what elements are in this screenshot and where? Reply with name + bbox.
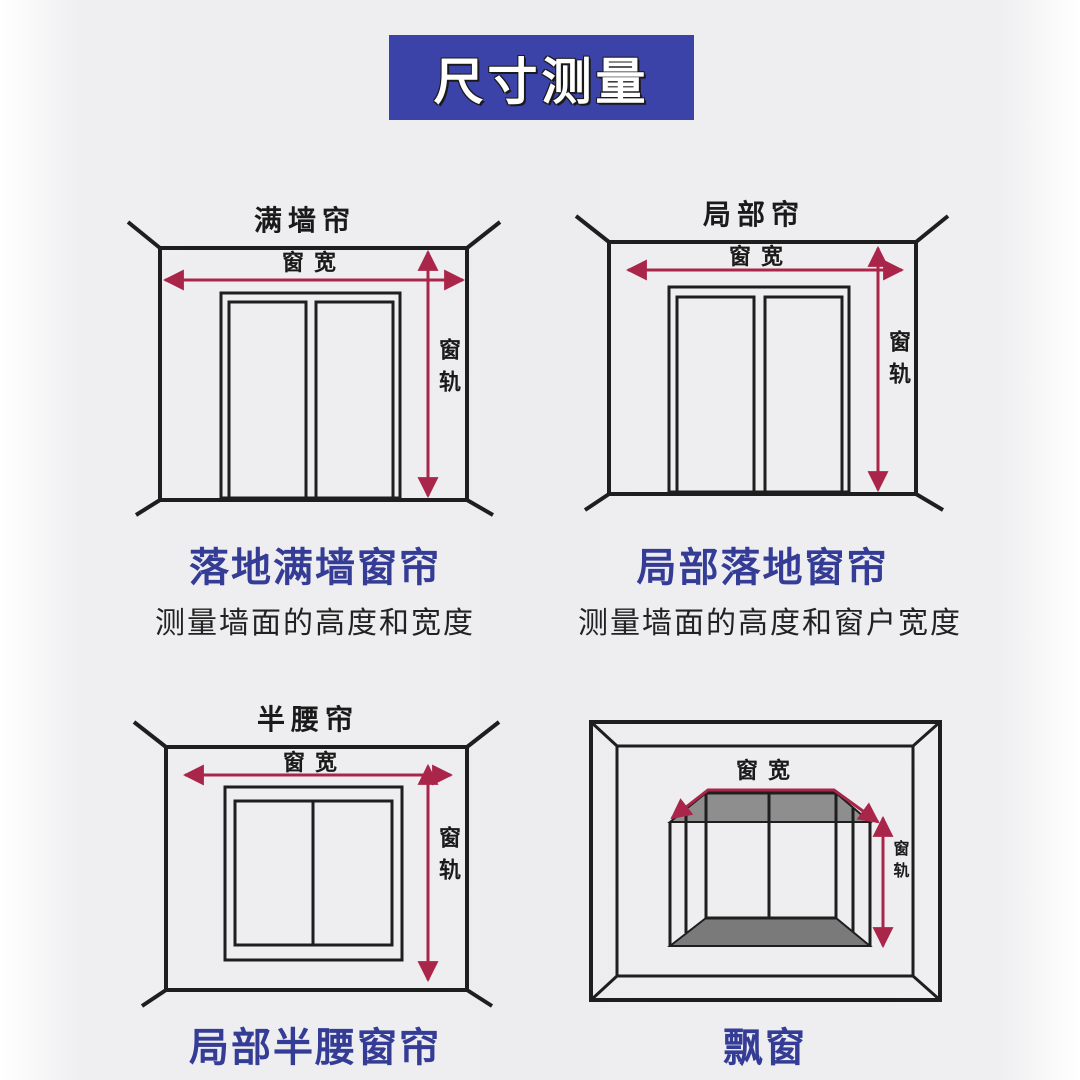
caption-full-wall: 落地满墙窗帘 [189, 545, 441, 591]
corner-line [126, 220, 162, 250]
description-full-wall: 测量墙面的高度和宽度 [155, 606, 475, 641]
panel-full-wall-diagram: 满墙帘 窗宽 窗轨 [126, 204, 502, 517]
panel-heading: 局部帘 [703, 198, 805, 231]
corner-line [140, 988, 168, 1008]
width-label: 窗宽 [283, 750, 347, 776]
corner-line [466, 498, 494, 517]
height-label: 窗轨 [435, 337, 461, 402]
door-panel-left [675, 295, 756, 494]
bevel-line [589, 720, 619, 748]
wall-outline [158, 246, 469, 502]
bay-floor [667, 917, 873, 947]
corner-line [134, 498, 162, 517]
width-label: 窗宽 [729, 244, 793, 270]
panel-heading: 满墙帘 [254, 204, 356, 237]
bevel-line [912, 974, 941, 1002]
wall-outline [164, 745, 469, 992]
description-partial: 测量墙面的高度和窗户宽度 [578, 606, 962, 641]
bay-back-wall [704, 791, 838, 920]
bevel-line [912, 720, 941, 748]
height-label: 窗轨 [435, 825, 461, 890]
panel-partial-diagram: 局部帘 窗宽 窗轨 [574, 198, 950, 512]
height-label: 窗轨 [885, 329, 911, 394]
width-label: 窗宽 [282, 250, 346, 276]
door-panel-right [763, 295, 844, 494]
caption-partial: 局部落地窗帘 [636, 545, 889, 591]
door-panel-left [227, 300, 308, 500]
corner-line [583, 492, 611, 512]
window-frame [223, 785, 404, 962]
panel-heading: 半腰帘 [257, 703, 359, 736]
outer-frame [589, 720, 942, 1002]
wall-outline [607, 240, 918, 496]
corner-line [465, 988, 494, 1008]
corner-line [914, 214, 950, 244]
page-title: 尺寸测量 [433, 52, 650, 111]
height-label: 窗轨 [891, 839, 910, 884]
door-frame [219, 291, 402, 500]
door-frame [667, 285, 851, 494]
corner-line [132, 720, 168, 749]
width-arrow [670, 788, 880, 824]
caption-half-height: 局部半腰窗帘 [189, 1025, 441, 1071]
inner-frame [615, 744, 915, 978]
corner-line [914, 492, 945, 512]
corner-line [465, 720, 501, 749]
panel-half-height-diagram: 半腰帘 窗宽 窗轨 [132, 703, 501, 1008]
width-label: 窗宽 [736, 758, 800, 784]
corner-line [574, 214, 611, 244]
door-panel-right [314, 300, 395, 500]
caption-bay-window: 飘窗 [723, 1025, 807, 1071]
panel-bay-window-diagram: 窗宽 窗轨 [589, 720, 942, 1002]
title-banner: 尺寸测量 [389, 35, 694, 120]
corner-line [465, 220, 502, 250]
bevel-line [589, 974, 619, 1002]
